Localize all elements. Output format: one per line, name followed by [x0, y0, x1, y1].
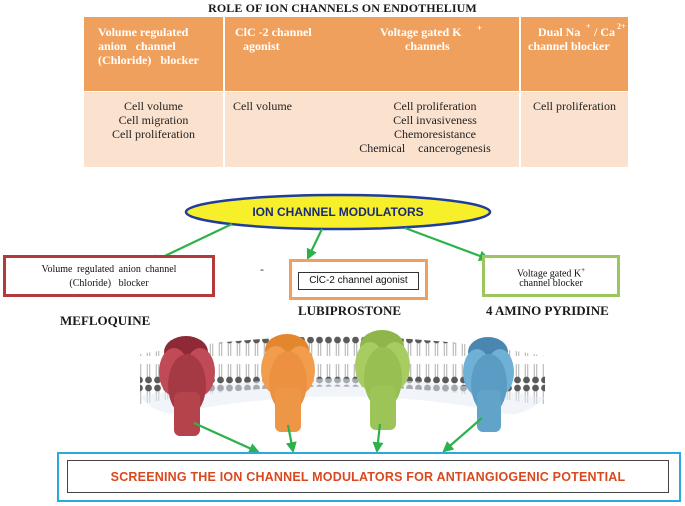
lipid-bilayer — [140, 336, 545, 415]
channel-red — [159, 336, 215, 436]
kv-box-line1: Voltage gated K — [516, 268, 582, 280]
header-vrac-line1: Volume regulated — [98, 25, 189, 39]
kv-box-line1-wrap: Voltage gated K+ — [485, 263, 617, 281]
screening-box: SCREENING THE ION CHANNEL MODULATORS FOR… — [57, 452, 681, 502]
channel-orange — [261, 334, 315, 432]
kv-box-line2: channel blocker — [519, 278, 583, 289]
effect-kv-1: Cell proliferation — [393, 99, 477, 113]
header-naca-mid: / Ca — [594, 25, 615, 39]
modulators-label: ION CHANNEL MODULATORS — [252, 205, 424, 219]
effect-kv-3: Chemoresistance — [394, 127, 476, 141]
stray-dash: - — [260, 262, 264, 276]
effects-naca: Cell proliferation — [521, 92, 628, 167]
arrow-green-to-screen — [372, 423, 384, 454]
header-kv-line2: channels — [405, 39, 450, 53]
header-naca-prefix: Dual Na — [538, 25, 581, 39]
kv-box-sup: + — [581, 266, 586, 274]
modulators-oval — [184, 193, 492, 231]
effect-kv-2: Cell invasiveness — [393, 113, 477, 127]
ion-channel-table: Volume regulated anion channel (Chloride… — [84, 17, 628, 167]
effect-naca-1: Cell proliferation — [533, 99, 616, 113]
drug-lubiprostone: LUBIPROSTONE — [298, 303, 402, 318]
screening-inner-box: SCREENING THE ION CHANNEL MODULATORS FOR… — [67, 460, 669, 493]
header-vrac-line2: anion channel — [98, 39, 176, 53]
page-title: ROLE OF ION CHANNELS ON ENDOTHELIUM — [208, 1, 477, 15]
header-naca-line2: channel blocker — [528, 39, 610, 53]
header-clc2-kv: ClC -2 channel agonist Voltage gated K +… — [225, 17, 519, 91]
drug-aminopyridine: 4 AMINO PYRIDINE — [486, 303, 609, 318]
effect-vrac-2: Cell migration — [118, 113, 189, 127]
arrow-to-clc2 — [306, 228, 323, 260]
header-vrac-line3: (Chloride) blocker — [98, 53, 199, 67]
header-clc2-line1: ClC -2 channel — [235, 25, 312, 39]
channel-green — [355, 330, 410, 430]
header-kv-line1: Voltage gated K — [380, 25, 462, 39]
drug-mefloquine: MEFLOQUINE — [60, 313, 151, 328]
channel-blue — [463, 337, 514, 432]
effect-vrac-3: Cell proliferation — [112, 127, 195, 141]
header-clc2-line2: agonist — [243, 39, 280, 53]
vrac-box-line2: (Chloride) blocker — [69, 278, 149, 289]
effects-vrac: Cell volume Cell migration Cell prolifer… — [84, 92, 223, 167]
header-naca-sup2: 2+ — [617, 22, 626, 31]
effect-vrac-1: Cell volume — [124, 99, 183, 113]
clc2-agonist-box: ClC-2 channel agonist — [289, 259, 428, 300]
kv-blocker-box: Voltage gated K+ channel blocker — [482, 255, 620, 297]
screening-text: SCREENING THE ION CHANNEL MODULATORS FOR… — [110, 470, 626, 484]
header-vrac: Volume regulated anion channel (Chloride… — [84, 17, 223, 91]
vrac-blocker-box: Volume regulated anion channel (Chloride… — [3, 255, 215, 297]
header-naca: Dual Na + / Ca 2+ channel blocker — [521, 17, 628, 91]
clc2-box-label: ClC-2 channel agonist — [298, 272, 419, 290]
vrac-box-line1: Volume regulated anion channel — [41, 264, 177, 275]
arrow-to-kv — [404, 226, 491, 262]
arrow-blue-to-screen — [442, 417, 483, 453]
effect-clc2-1: Cell volume — [233, 99, 292, 113]
header-naca-sup1: + — [586, 22, 591, 31]
effect-kv-4: Chemical cancerogenesis — [359, 141, 491, 155]
effects-clc2-kv: Cell volume Cell proliferation Cell inva… — [225, 92, 519, 167]
arrow-orange-to-screen — [285, 424, 297, 454]
header-kv-sup: + — [477, 23, 483, 33]
arrow-red-to-screen — [193, 421, 261, 454]
